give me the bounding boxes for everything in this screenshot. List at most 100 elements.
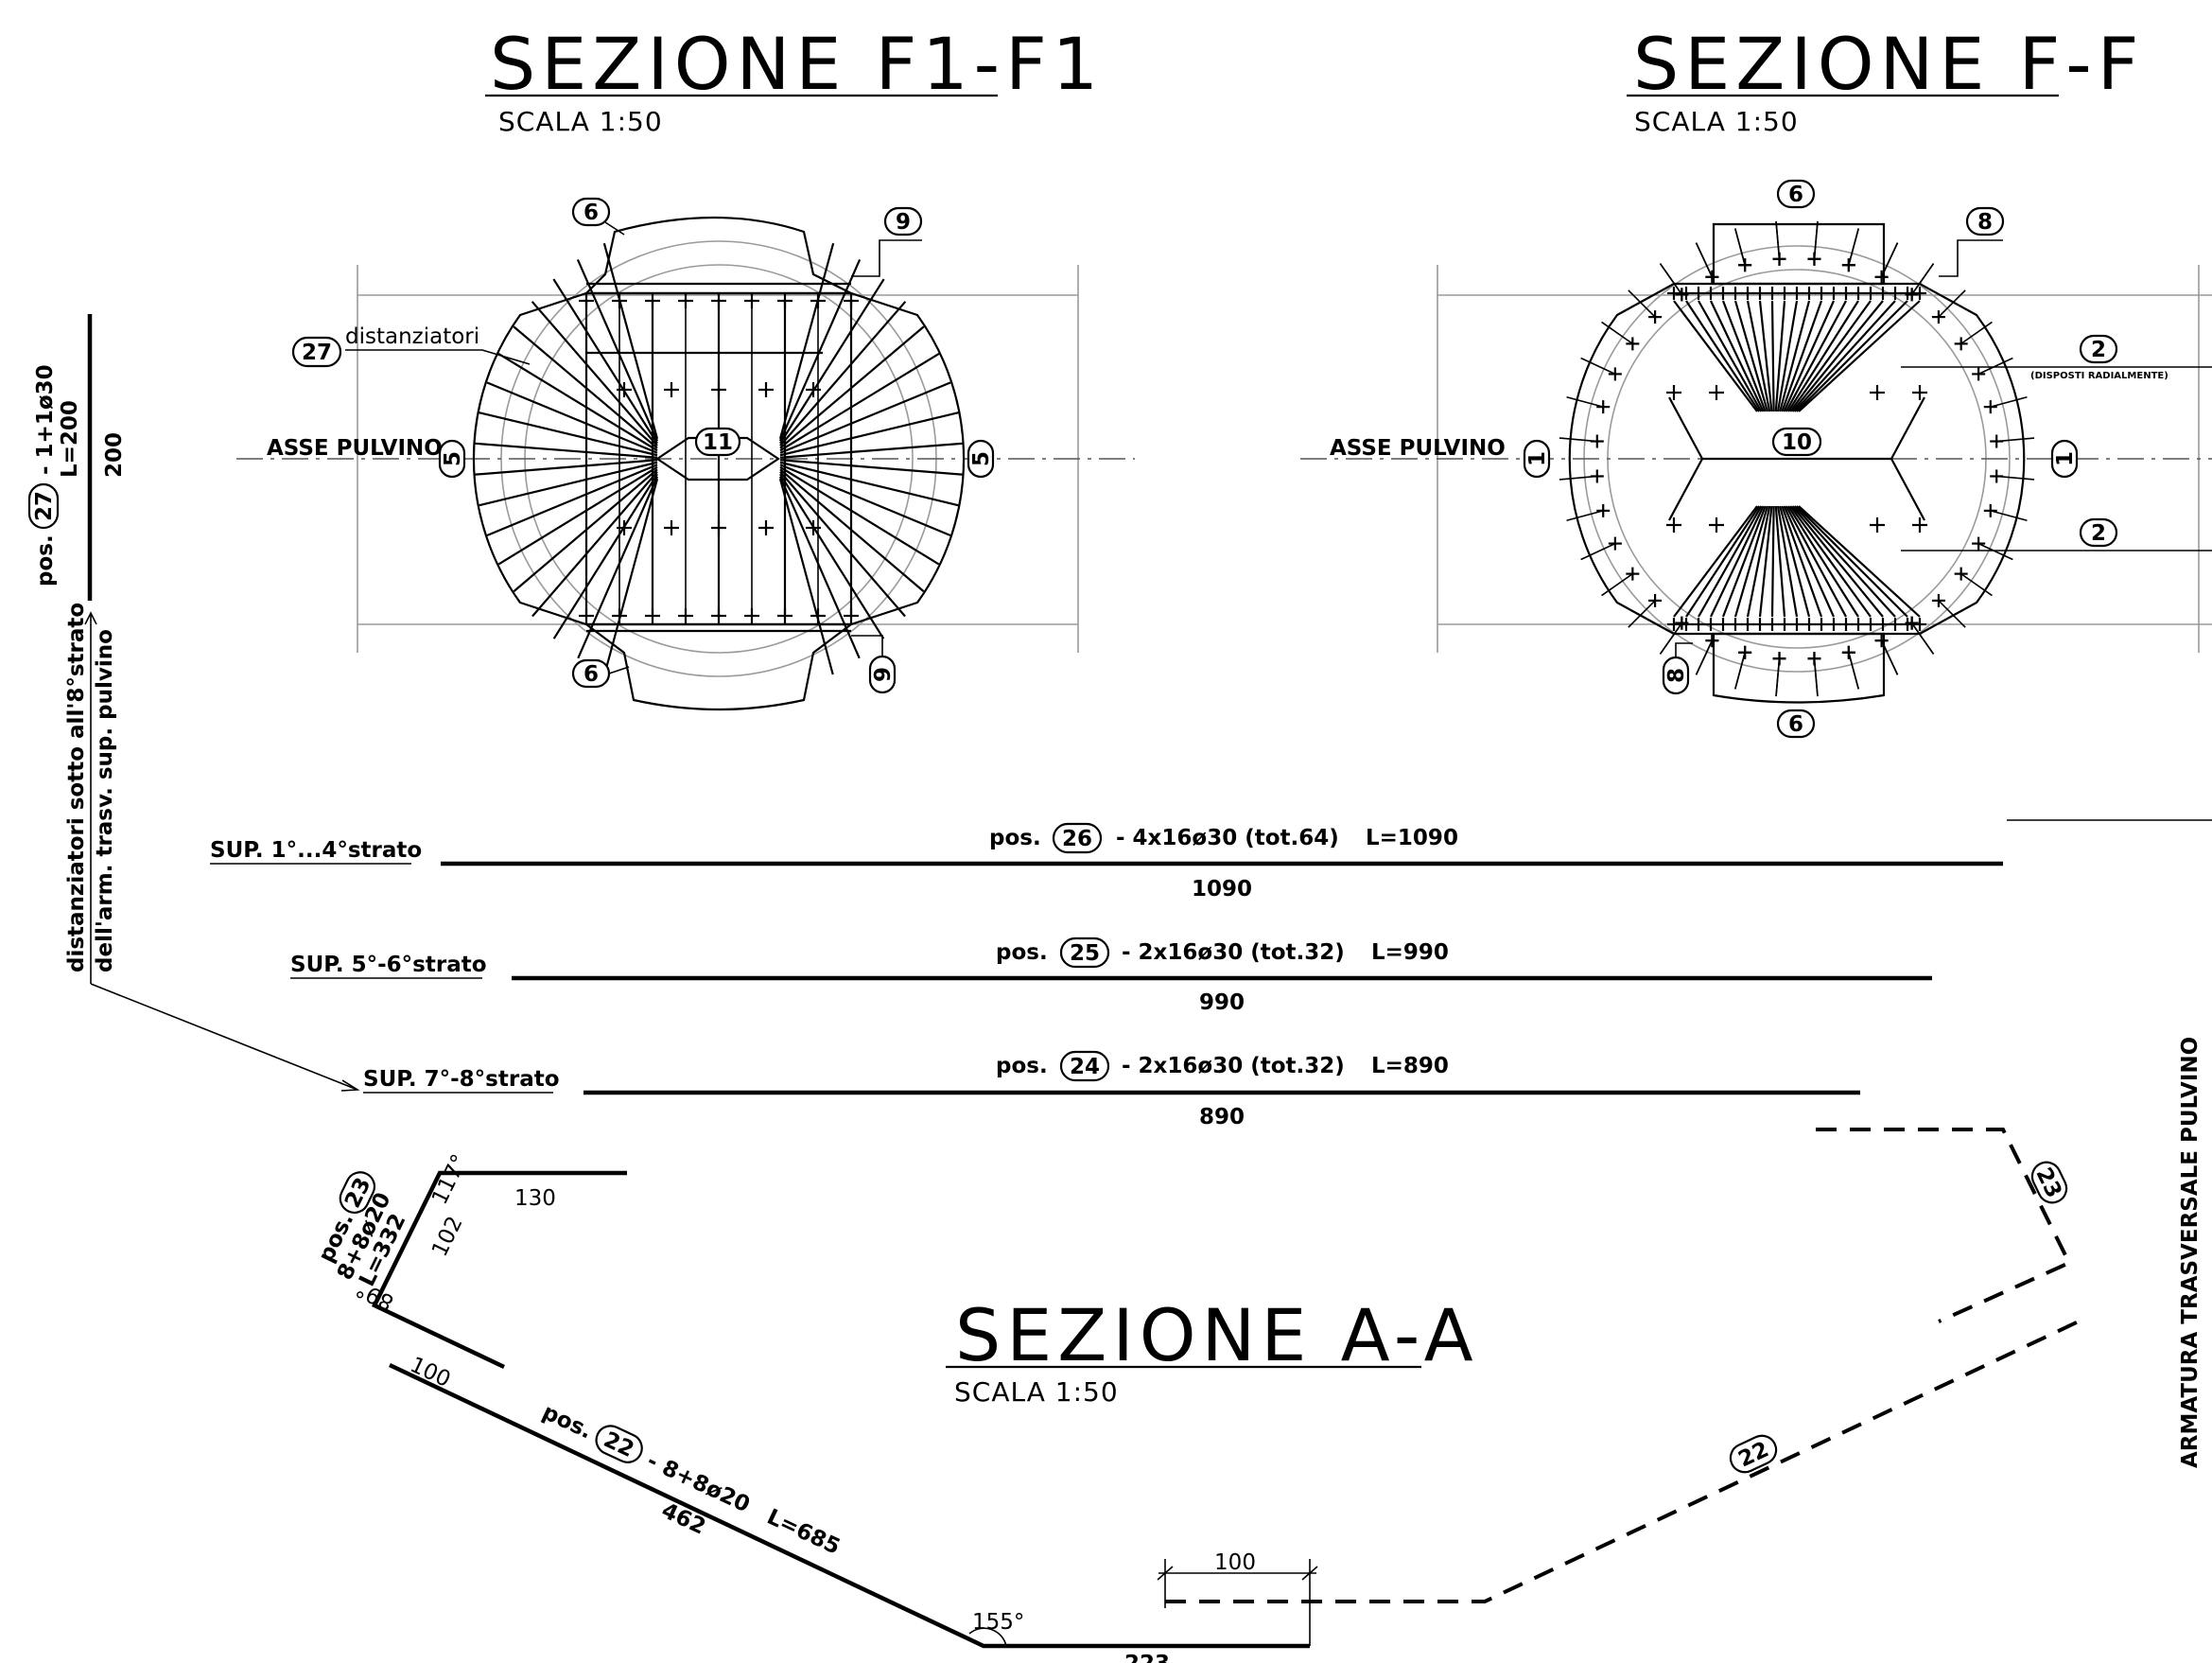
spacers-note: distanziatori sotto all'8°strato dell'ar… xyxy=(64,603,360,1092)
section-aa-scale: SCALA 1:50 xyxy=(954,1376,1119,1408)
f1-bar-grid xyxy=(579,282,859,633)
side-title: ARMATURA TRASVERSALE PULVINO xyxy=(2178,1037,2203,1468)
svg-text:pos.: pos. xyxy=(996,940,1048,965)
f-mark-1-left: 1 xyxy=(1523,439,1551,479)
svg-text:- 4x16ø30 (tot.64): - 4x16ø30 (tot.64) xyxy=(1116,826,1339,850)
svg-text:8: 8 xyxy=(1977,210,1993,235)
svg-text:- 2x16ø30 (tot.32): - 2x16ø30 (tot.32) xyxy=(1122,1054,1345,1078)
svg-text:27: 27 xyxy=(32,491,57,521)
section-f: SEZIONE F-F SCALA 1:50 ASSE PULVINO 6 8 xyxy=(1300,22,2212,739)
svg-text:pos.: pos. xyxy=(33,534,58,586)
svg-text:130: 130 xyxy=(514,1186,556,1211)
svg-text:890: 890 xyxy=(1199,1105,1245,1129)
svg-text:2: 2 xyxy=(2091,338,2106,362)
layer-row-24: SUP. 7°-8°strato pos. 24 - 2x16ø30 (tot.… xyxy=(363,1050,1860,1129)
svg-text:5: 5 xyxy=(441,451,465,466)
svg-text:SUP. 5°-6°strato: SUP. 5°-6°strato xyxy=(290,953,487,977)
f-mark-6-bottom: 6 xyxy=(1776,709,1816,739)
svg-text:10: 10 xyxy=(1782,430,1812,455)
f-mark-6-top: 6 xyxy=(1776,179,1816,209)
section-f-title: SEZIONE F-F xyxy=(1633,22,2144,106)
f1-mark-11-center: 11 xyxy=(694,427,741,457)
f-mark-2-lower: 2 xyxy=(2079,517,2118,548)
svg-text:6: 6 xyxy=(583,201,599,225)
pos27-dim: 200 xyxy=(102,432,127,478)
f1-mark-6-top: 6 xyxy=(571,197,611,227)
svg-text:distanziatori sotto all'8°stra: distanziatori sotto all'8°strato xyxy=(64,603,89,972)
f-pier-outline xyxy=(1568,282,2026,636)
svg-text:6: 6 xyxy=(583,662,599,687)
f1-mark-6-bottom: 6 xyxy=(571,658,611,689)
f-top-cap xyxy=(1712,222,1886,286)
f1-mark-5-left: 5 xyxy=(438,439,466,479)
svg-text:dell'arm. trasv. sup. pulvino: dell'arm. trasv. sup. pulvino xyxy=(93,629,117,972)
svg-text:26: 26 xyxy=(1062,827,1092,851)
f1-bottom-cap xyxy=(583,622,855,711)
section-aa-title: SEZIONE A-A xyxy=(955,1293,1479,1377)
f1-mark-27: 27 xyxy=(291,336,342,368)
f1-top-cap xyxy=(583,216,852,295)
f-axis-label: ASSE PULVINO xyxy=(1330,436,1506,461)
f-mark-8-bottom: 8 xyxy=(1662,656,1690,695)
f-mark-10-center: 10 xyxy=(1771,427,1822,457)
f-mark-1-right: 1 xyxy=(2050,439,2079,479)
f1-center-opening xyxy=(655,436,780,481)
f-bottom-cap xyxy=(1712,632,1886,704)
section-f1: SEZIONE F1-F1 SCALA 1:50 ASSE PULVINO 6 xyxy=(236,22,1135,711)
svg-text:990: 990 xyxy=(1199,990,1245,1015)
svg-text:6: 6 xyxy=(1788,712,1803,737)
svg-text:5: 5 xyxy=(969,451,994,466)
svg-text:155°: 155° xyxy=(972,1610,1024,1635)
svg-text:9: 9 xyxy=(896,210,911,235)
pos27-detail: pos. 27 - 1+1ø30 L=200 200 xyxy=(27,314,127,601)
f-mark-2-upper: 2 xyxy=(2079,334,2118,364)
svg-text:L=990: L=990 xyxy=(1371,940,1449,965)
svg-text:27: 27 xyxy=(302,341,332,365)
svg-text:SUP. 7°-8°strato: SUP. 7°-8°strato xyxy=(363,1067,560,1092)
svg-text:6: 6 xyxy=(1788,183,1803,207)
f-radial-note: (DISPOSTI RADIALMENTE) xyxy=(2030,371,2168,381)
svg-text:100: 100 xyxy=(1214,1550,1256,1575)
bar23-mark-right: 23 xyxy=(2030,1161,2068,1204)
svg-text:- 8+8ø20: - 8+8ø20 xyxy=(643,1448,754,1517)
f1-mark-5-right: 5 xyxy=(967,439,995,479)
svg-text:25: 25 xyxy=(1070,941,1100,966)
section-f1-title: SEZIONE F1-F1 xyxy=(490,22,1104,106)
bar23-detail: 130 102 100 117° 89° pos. 23 8+8ø20 L=33… xyxy=(314,1128,2072,1392)
svg-text:102: 102 xyxy=(427,1213,468,1261)
svg-text:pos.: pos. xyxy=(989,826,1041,850)
section-aa: SEZIONE A-A SCALA 1:50 xyxy=(946,1293,1479,1408)
svg-text:1: 1 xyxy=(1525,451,1550,466)
f1-spacer-label: distanziatori xyxy=(345,324,479,349)
svg-text:- 2x16ø30 (tot.32): - 2x16ø30 (tot.32) xyxy=(1122,940,1345,965)
svg-text:L=890: L=890 xyxy=(1371,1054,1449,1078)
svg-text:462: 462 xyxy=(657,1498,709,1540)
svg-text:SUP. 1°...4°strato: SUP. 1°...4°strato xyxy=(210,838,422,863)
svg-text:9: 9 xyxy=(871,667,896,682)
svg-text:24: 24 xyxy=(1070,1055,1100,1079)
svg-text:8: 8 xyxy=(1664,668,1689,683)
section-f-scale: SCALA 1:50 xyxy=(1634,106,1799,137)
svg-text:L=685: L=685 xyxy=(763,1505,844,1560)
svg-text:11: 11 xyxy=(703,430,733,455)
layer-row-25: SUP. 5°-6°strato pos. 25 - 2x16ø30 (tot.… xyxy=(290,937,1932,1015)
f1-mark-9-top: 9 xyxy=(883,206,923,236)
section-f1-scale: SCALA 1:50 xyxy=(498,106,663,137)
svg-text:2: 2 xyxy=(2091,521,2106,546)
f1-mark-9-bottom: 9 xyxy=(868,655,897,694)
f-perimeter-bars xyxy=(1559,220,2035,697)
svg-text:pos.: pos. xyxy=(996,1054,1048,1078)
bar22-mark-right: 22 xyxy=(1729,1434,1778,1474)
layer-row-26: SUP. 1°...4°strato pos. 26 - 4x16ø30 (to… xyxy=(210,822,2003,902)
svg-text:L=200: L=200 xyxy=(58,400,82,478)
svg-text:1090: 1090 xyxy=(1192,877,1252,902)
svg-text:223: 223 xyxy=(1124,1652,1170,1663)
f1-axis-label: ASSE PULVINO xyxy=(267,436,443,461)
layer-bars: SUP. 1°...4°strato pos. 26 - 4x16ø30 (to… xyxy=(210,819,2212,1129)
f-mark-8-top: 8 xyxy=(1965,206,2005,236)
f-inner-ties xyxy=(1668,396,1925,521)
f-radial-bars xyxy=(1667,287,1926,631)
f1-pier-outline xyxy=(472,291,966,626)
svg-text:1: 1 xyxy=(2053,451,2078,466)
